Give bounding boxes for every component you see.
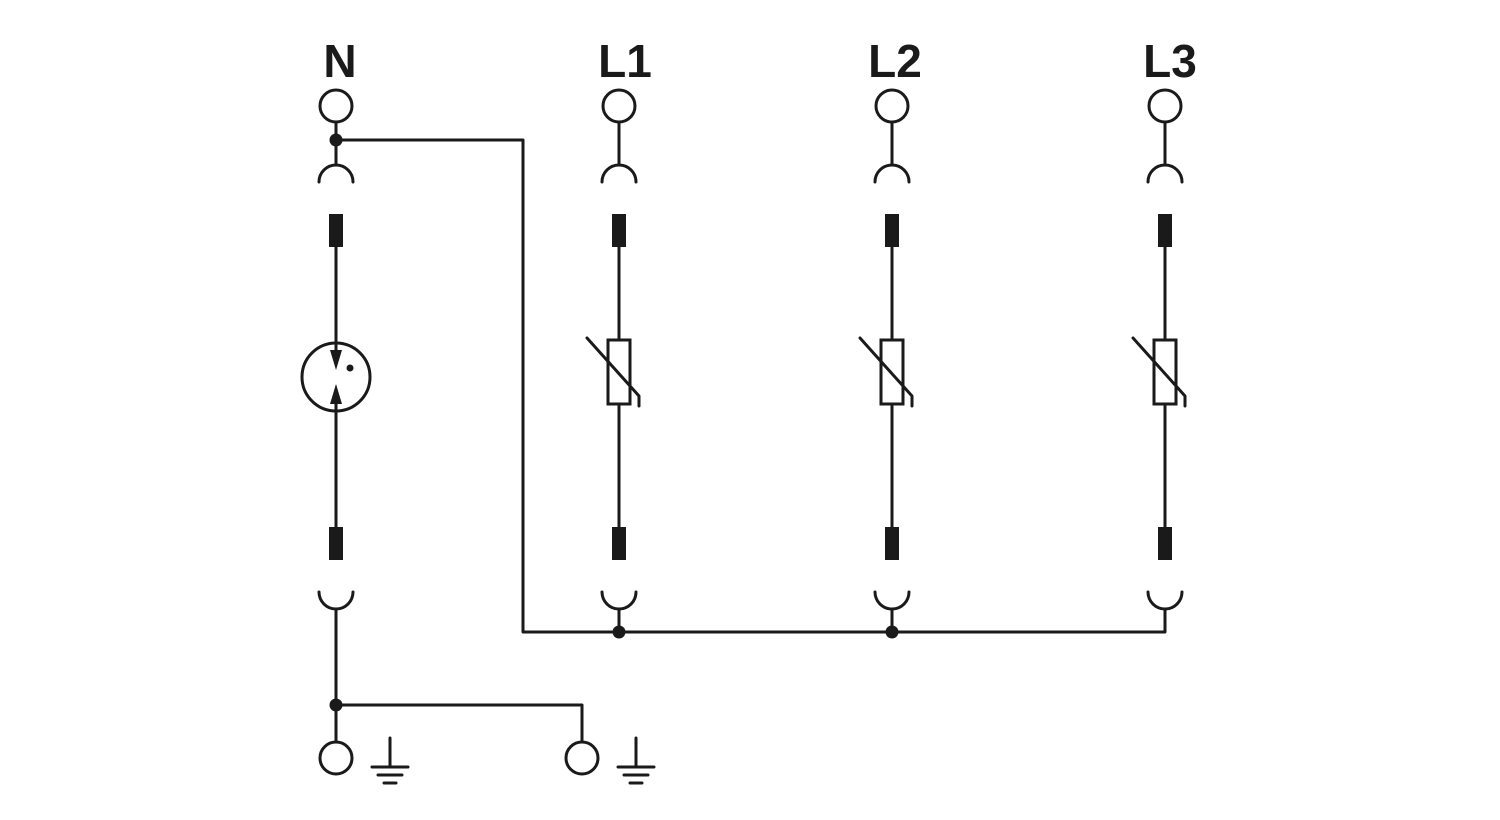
l2-contact-bottom bbox=[885, 527, 899, 560]
n-plug-top bbox=[317, 163, 355, 184]
l2-terminal bbox=[874, 88, 910, 124]
varistor-icon bbox=[858, 336, 914, 408]
earth-icon bbox=[370, 736, 410, 785]
l1-contact-top bbox=[612, 214, 626, 247]
terminal-label-l1: L1 bbox=[598, 35, 652, 87]
n-contact-top bbox=[329, 214, 343, 247]
l1-contact-bottom bbox=[612, 527, 626, 560]
earth-terminal-1 bbox=[318, 740, 354, 776]
l2-junction bbox=[885, 625, 899, 639]
earth-icon bbox=[616, 736, 656, 785]
l3-terminal bbox=[1147, 88, 1183, 124]
varistor-icon bbox=[1131, 336, 1187, 408]
varistor-icon bbox=[585, 336, 641, 408]
terminal-label-n: N bbox=[323, 35, 356, 87]
l3-plug-top bbox=[1146, 163, 1184, 184]
n-path bbox=[300, 88, 372, 744]
l3-path bbox=[1131, 88, 1187, 611]
n-contact-bottom bbox=[329, 527, 343, 560]
terminal-label-l2: L2 bbox=[868, 35, 922, 87]
l3-contact-top bbox=[1158, 214, 1172, 247]
l2-plug-bottom bbox=[873, 590, 911, 611]
l2-path bbox=[858, 88, 914, 639]
l1-path bbox=[585, 88, 641, 639]
earth-section bbox=[318, 703, 656, 785]
earth-bridge-wire bbox=[334, 703, 584, 744]
n-terminal bbox=[318, 88, 354, 124]
l1-junction bbox=[612, 625, 626, 639]
l1-plug-bottom bbox=[600, 590, 638, 611]
l2-contact-top bbox=[885, 214, 899, 247]
l3-plug-bottom bbox=[1146, 590, 1184, 611]
terminal-label-l3: L3 bbox=[1143, 35, 1197, 87]
l2-plug-top bbox=[873, 163, 911, 184]
earth-terminal-2 bbox=[564, 740, 600, 776]
l1-terminal bbox=[601, 88, 637, 124]
l1-plug-top bbox=[600, 163, 638, 184]
n-bridge-wire bbox=[334, 138, 1167, 634]
n-plug-bottom bbox=[317, 590, 355, 611]
gas-discharge-tube-icon bbox=[300, 341, 372, 413]
l3-contact-bottom bbox=[1158, 527, 1172, 560]
